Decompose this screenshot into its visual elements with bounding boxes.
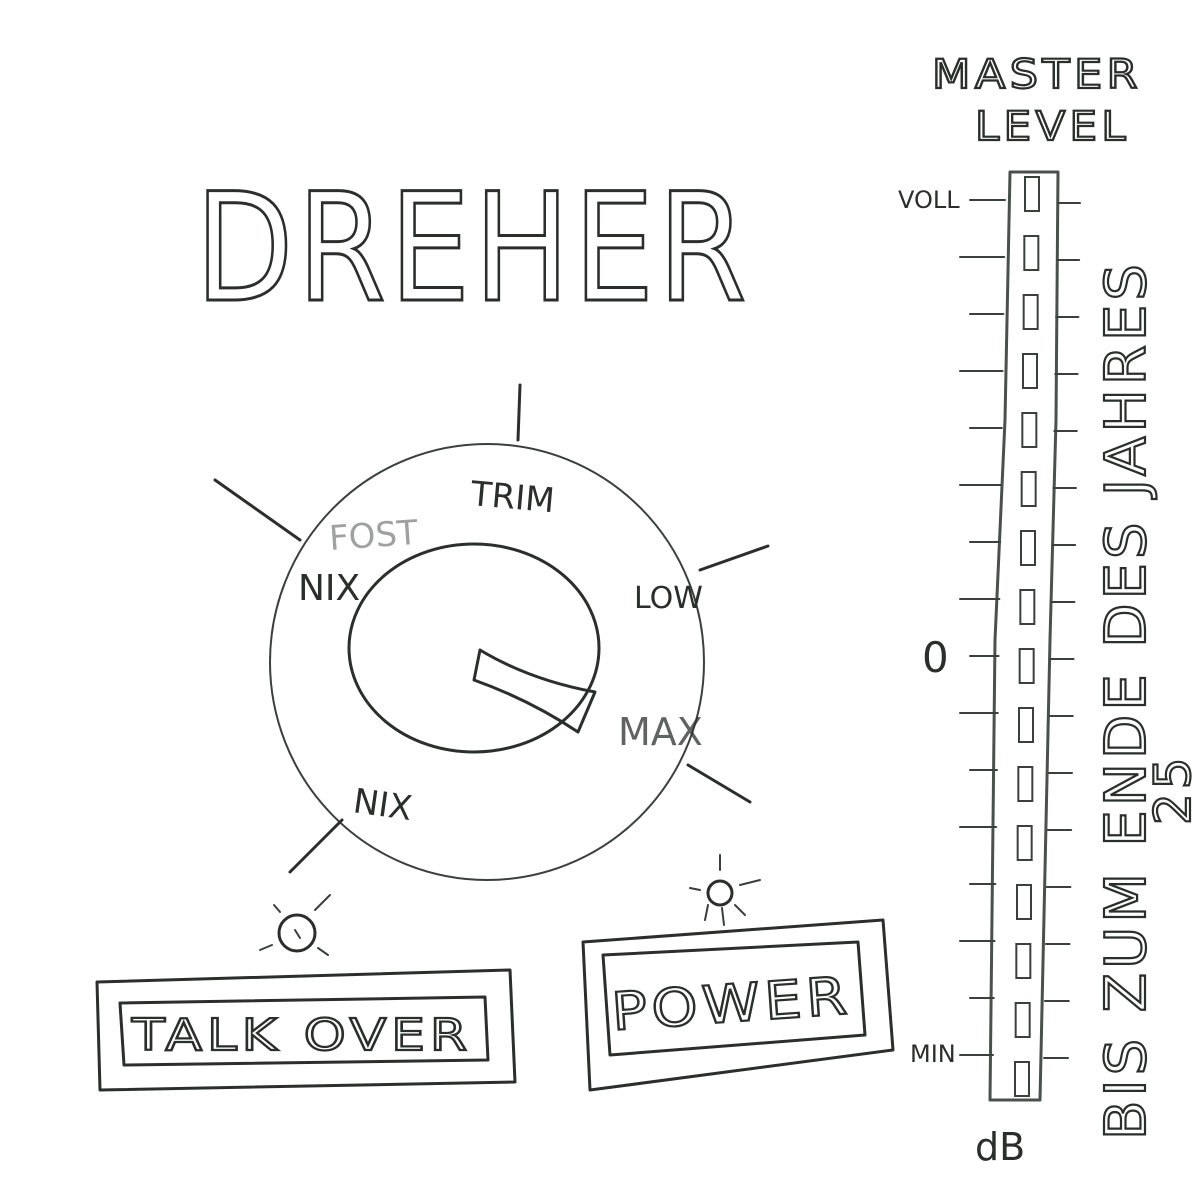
page-title: DREHER [195,162,750,336]
power-button[interactable]: POWER [581,918,895,1092]
knob-label-fost: FOST [328,513,419,559]
meter-segment [1018,707,1034,743]
knob-label-low: LOW [634,581,703,616]
knob-tick-top [516,383,522,442]
meter-segment [1014,1002,1031,1038]
meter-title-line2: LEVEL [975,104,1130,150]
knob-tick-right [698,544,770,572]
meter-segment [1022,294,1039,330]
knob-tick-left [213,478,302,542]
meter-segment [1019,589,1036,625]
meter-segment [1023,235,1040,271]
meter-segment [1015,943,1032,979]
meter-unit: dB [975,1125,1025,1169]
meter-side-number: 25 [1144,753,1200,825]
talk-over-led-icon [259,894,331,956]
talk-over-label: TALK OVER [131,1010,472,1061]
power-led-icon [689,854,761,926]
knob-tick-lower-left [288,818,344,874]
dreher-knob[interactable]: TRIM FOST NIX LOW MAX NIX [213,383,770,881]
knob-label-nix-bottom: NIX [351,781,415,829]
master-level-meter: MASTER LEVEL VOLL 0 MIN dB BIS ZUM ENDE … [898,51,1200,1169]
meter-segments [1014,176,1040,1097]
meter-title-line1: MASTER [932,52,1142,98]
meter-segment [1024,176,1040,212]
meter-label-min: MIN [910,1040,956,1068]
knob-label-nix-left: NIX [298,568,360,609]
knob-tick-lower-right [686,763,752,804]
knob-label-max: MAX [618,710,703,754]
meter-segment [1016,825,1033,861]
meter-segment [1016,884,1032,920]
knob-pointer[interactable] [472,648,597,734]
power-label: POWER [610,966,854,1043]
meter-label-zero: 0 [922,633,949,682]
meter-side-note: BIS ZUM ENDE DES JAHRES [1094,260,1159,1140]
meter-label-voll: VOLL [898,186,960,214]
meter-segment [1017,766,1034,802]
meter-frame [988,170,1060,1102]
meter-segment [1014,1061,1030,1097]
meter-segment [1022,353,1038,389]
knob-inner-dial[interactable] [347,542,601,754]
knob-outer-ring [269,443,705,881]
meter-segment [1020,471,1037,507]
meter-scale [959,199,1081,1059]
meter-segment [1020,530,1036,566]
meter-segment [1021,412,1038,448]
knob-label-trim: TRIM [468,474,556,521]
meter-segment [1018,648,1035,684]
talk-over-button[interactable]: TALK OVER [95,968,517,1092]
